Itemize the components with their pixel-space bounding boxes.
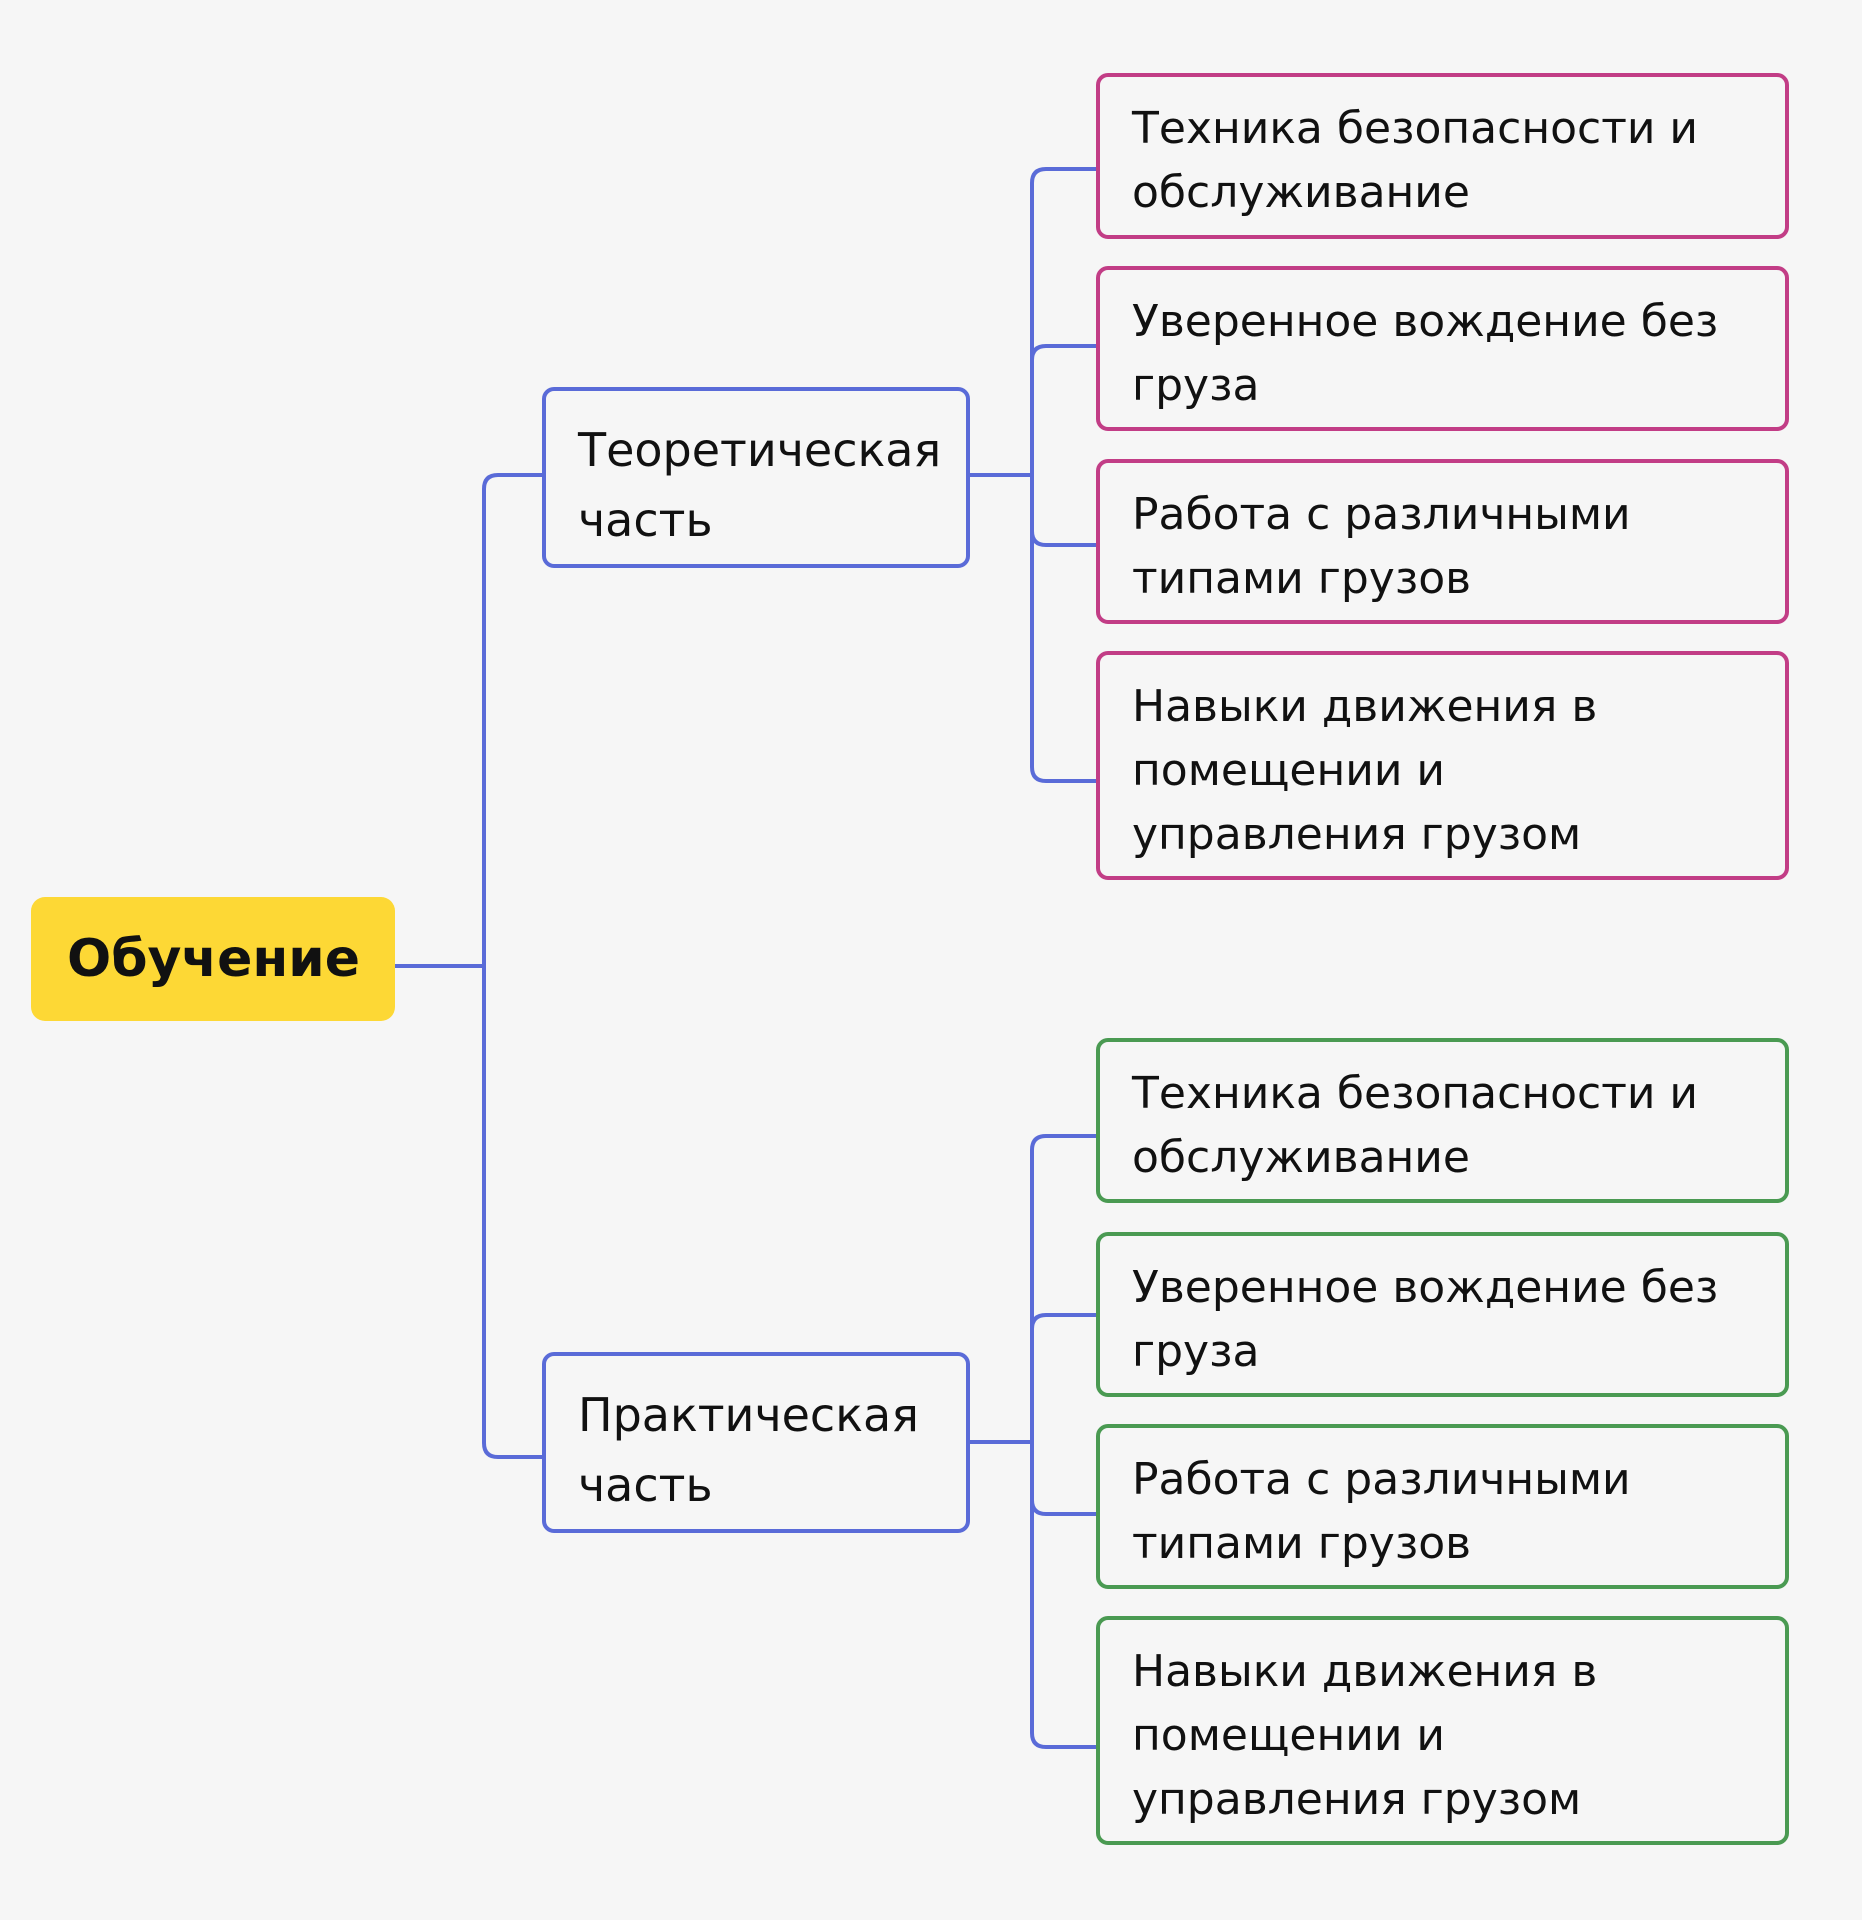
root-label: Обучение bbox=[67, 929, 361, 989]
leaf-node[interactable]: Техника безопасности и обслуживание bbox=[1096, 73, 1789, 239]
connector-theory-leaves bbox=[1030, 167, 1096, 783]
connector-practice-leaves bbox=[1030, 1134, 1096, 1749]
leaf-node[interactable]: Навыки движения в помещении и управления… bbox=[1096, 1616, 1789, 1845]
leaf-label: Работа с различными типами грузов bbox=[1132, 1454, 1631, 1569]
root-node[interactable]: Обучение bbox=[31, 897, 395, 1021]
branch-label: Теоретическая часть bbox=[578, 423, 942, 547]
leaf-label: Техника безопасности и обслуживание bbox=[1132, 1068, 1699, 1183]
leaf-node[interactable]: Навыки движения в помещении и управления… bbox=[1096, 651, 1789, 880]
leaf-node[interactable]: Техника безопасности и обслуживание bbox=[1096, 1038, 1789, 1203]
connector-root-branches bbox=[482, 473, 542, 1459]
leaf-label: Уверенное вождение без груза bbox=[1132, 296, 1719, 411]
branch-node-theory[interactable]: Теоретическая часть bbox=[542, 387, 970, 568]
leaf-node[interactable]: Уверенное вождение без груза bbox=[1096, 266, 1789, 431]
branch-label: Практическая часть bbox=[578, 1388, 919, 1512]
leaf-label: Навыки движения в помещении и управления… bbox=[1132, 1646, 1598, 1825]
leaf-node[interactable]: Работа с различными типами грузов bbox=[1096, 459, 1789, 624]
leaf-label: Уверенное вождение без груза bbox=[1132, 1262, 1719, 1377]
leaf-node[interactable]: Работа с различными типами грузов bbox=[1096, 1424, 1789, 1589]
leaf-label: Техника безопасности и обслуживание bbox=[1132, 103, 1699, 218]
leaf-node[interactable]: Уверенное вождение без груза bbox=[1096, 1232, 1789, 1397]
branch-node-practice[interactable]: Практическая часть bbox=[542, 1352, 970, 1533]
leaf-label: Навыки движения в помещении и управления… bbox=[1132, 681, 1598, 860]
leaf-label: Работа с различными типами грузов bbox=[1132, 489, 1631, 604]
